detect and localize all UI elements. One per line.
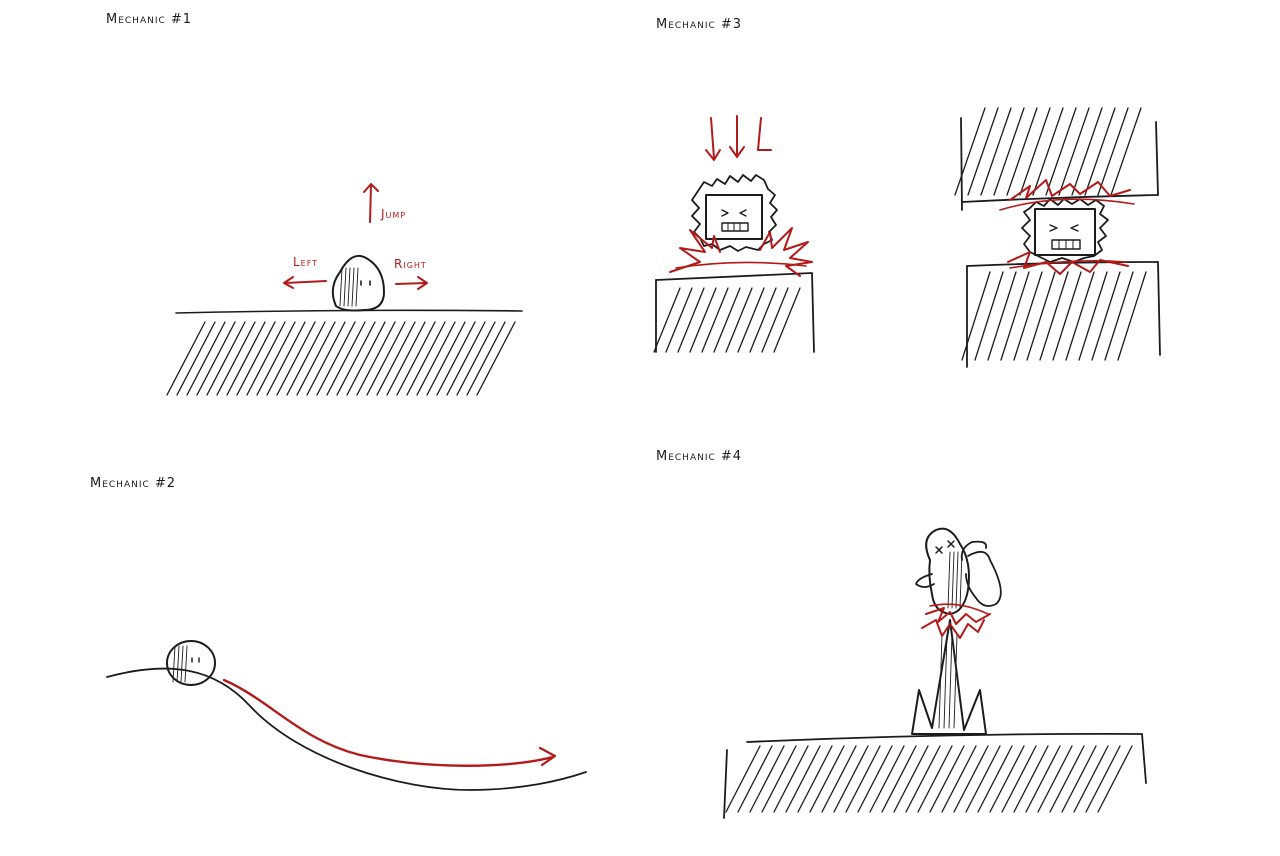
- mechanic-3-panel: Mechanic #3: [653, 17, 1161, 368]
- impaled-blob-character: [915, 527, 1002, 615]
- hill-slope: [106, 667, 587, 791]
- mechanic-3-title: Mechanic #3: [656, 17, 742, 32]
- blob-character: [331, 254, 385, 312]
- spiky-block-character-landing: [691, 174, 778, 252]
- right-arrow-icon: [395, 276, 428, 290]
- impact-burst-3: [921, 603, 991, 639]
- left-ledge: [653, 272, 815, 353]
- left-arrow-icon: [283, 276, 327, 289]
- left-label: Left: [293, 255, 318, 269]
- mechanic-1-ground-hatching: [166, 321, 516, 396]
- spike-floor: [723, 733, 1147, 819]
- rolling-blob-character: [166, 640, 216, 686]
- impact-burst-1: [669, 227, 813, 277]
- crusher-floor: [961, 261, 1161, 368]
- mechanic-2-title: Mechanic #2: [90, 476, 176, 491]
- jump-arrow-icon: [363, 183, 379, 223]
- spiky-block-character-crushed: [1021, 198, 1109, 263]
- roll-path-arrow-icon: [222, 678, 557, 767]
- spikes-icon: [911, 619, 987, 735]
- mechanic-4-panel: Mechanic #4: [656, 449, 1147, 819]
- mechanic-1-title: Mechanic #1: [106, 12, 192, 27]
- crusher-ceiling: [954, 107, 1159, 211]
- right-label: Right: [394, 257, 427, 271]
- mechanic-4-title: Mechanic #4: [656, 449, 742, 464]
- jump-label: Jump: [380, 207, 406, 221]
- falling-arrows-icon: [705, 115, 772, 161]
- impact-burst-2: [999, 179, 1135, 275]
- mechanic-1-panel: Mechanic #1 Jump Left Right: [106, 12, 523, 396]
- mechanic-2-panel: Mechanic #2: [90, 476, 587, 791]
